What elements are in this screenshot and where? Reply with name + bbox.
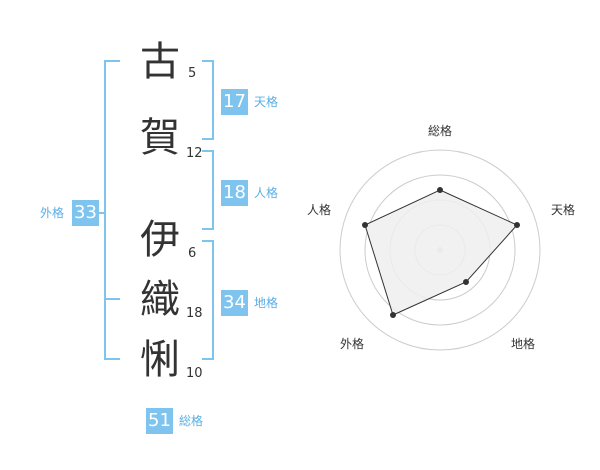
radar-polygon (364, 189, 518, 316)
radar-label-gaikaku: 外格 (340, 337, 365, 351)
gaikaku-badge: 33 (72, 200, 99, 226)
radar-point-tenkaku (514, 222, 520, 228)
tenkaku-bracket (202, 60, 214, 140)
name-char-3: 伊 (140, 217, 180, 263)
soukaku-badge: 51 (146, 408, 173, 434)
radar-ring-3 (364, 174, 516, 326)
radar-chart (339, 149, 541, 351)
stroke-count-2: 12 (186, 146, 203, 161)
radar-point-chikaku (463, 279, 469, 285)
radar-label-jinkaku: 人格 (307, 203, 332, 217)
chikaku-label: 地格 (254, 296, 279, 310)
jinkaku-bracket (202, 150, 214, 230)
chikaku-badge: 34 (221, 290, 248, 316)
tenkaku-badge: 17 (221, 89, 248, 115)
radar-ring-outer (339, 149, 541, 351)
radar-point-soukaku (437, 187, 443, 193)
chikaku-bracket (202, 240, 214, 360)
jinkaku-label: 人格 (254, 186, 279, 200)
name-char-4: 織 (140, 277, 180, 323)
gaikaku-label: 外格 (40, 206, 65, 220)
jinkaku-badge: 18 (221, 180, 248, 206)
name-char-1: 古 (140, 39, 180, 85)
radar-point-jinkaku (362, 222, 368, 228)
stroke-count-5: 10 (186, 366, 203, 381)
name-char-2: 賀 (140, 115, 180, 161)
gaikaku-bracket (104, 60, 120, 360)
tenkaku-label: 天格 (254, 95, 279, 109)
name-char-5: 悧 (140, 337, 180, 383)
stroke-count-4: 18 (186, 306, 203, 321)
radar-point-gaikaku (390, 312, 396, 318)
gaikaku-connector (104, 298, 120, 300)
stroke-count-3: 6 (188, 246, 197, 261)
stroke-count-1: 5 (188, 66, 197, 81)
gaikaku-stem (98, 212, 106, 214)
radar-label-tenkaku: 天格 (551, 203, 576, 217)
radar-label-soukaku: 総格 (428, 124, 453, 138)
radar-label-chikaku: 地格 (511, 337, 536, 351)
soukaku-label: 総格 (179, 414, 204, 428)
